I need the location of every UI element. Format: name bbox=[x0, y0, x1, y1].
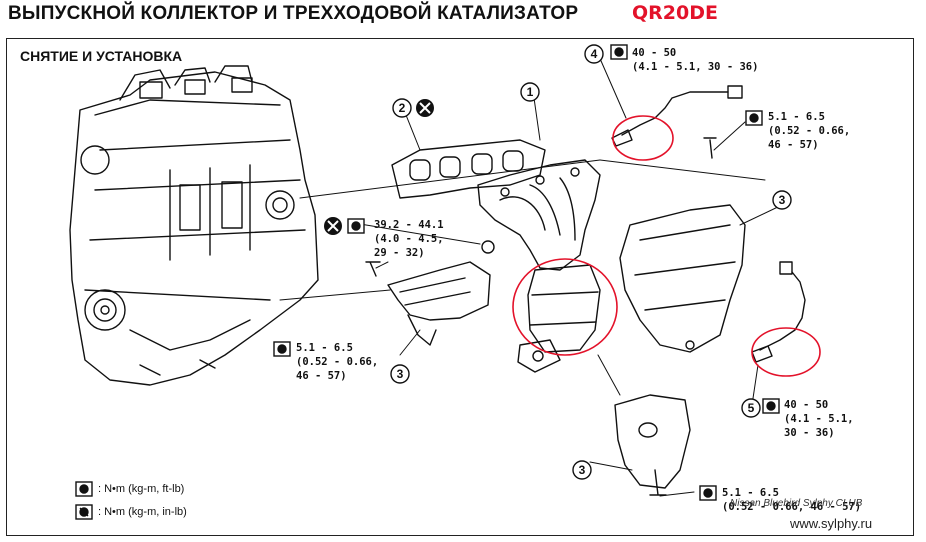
callout-2-label: 2 bbox=[399, 101, 406, 115]
section-title: СНЯТИЕ И УСТАНОВКА bbox=[20, 48, 183, 64]
torque-wrench-icon bbox=[762, 398, 780, 414]
heat-insulator-upper bbox=[619, 204, 746, 353]
catalytic-converter bbox=[517, 264, 601, 373]
torque-spec-bolt-lower: 5.1 - 6.5 (0.52 - 0.66, 46 - 57) bbox=[722, 487, 862, 513]
torque-spec-stud-left: 5.1 - 6.5 (0.52 - 0.66, 46 - 57) bbox=[296, 342, 379, 382]
watermark-club: Nissan Bluebird Sylphy CLUB bbox=[730, 498, 863, 509]
torque-spec-manifold-nut: 39.2 - 44.1 (4.0 - 4.5, 29 - 32) bbox=[374, 219, 444, 259]
callout-1-label: 1 bbox=[527, 85, 534, 99]
oxygen-sensor-lower bbox=[751, 261, 806, 363]
torque-spec-sensor-lower: 40 - 50 (4.1 - 5.1, 30 - 36) bbox=[784, 399, 854, 439]
oxygen-sensor-upper bbox=[611, 85, 743, 147]
manifold-nut bbox=[481, 240, 495, 254]
legend-inlb-label: : N•m (kg-m, in-lb) bbox=[98, 506, 187, 518]
highlight-catalyst bbox=[512, 258, 618, 356]
engine-block bbox=[69, 65, 319, 386]
stud-upper bbox=[703, 137, 717, 159]
callout-1 bbox=[520, 82, 540, 102]
highlight-lower-sensor bbox=[751, 327, 821, 377]
callout-2 bbox=[392, 98, 412, 118]
callout-3-lower-label: 3 bbox=[579, 463, 586, 477]
torque-spec-sensor-upper: 40 - 50 (4.1 - 5.1, 30 - 36) bbox=[632, 47, 759, 73]
heat-insulator-left bbox=[387, 261, 491, 346]
callout-4-label: 4 bbox=[591, 47, 598, 61]
torque-wrench-icon bbox=[610, 44, 628, 60]
callout-4 bbox=[584, 44, 604, 64]
callout-3-upper-label: 3 bbox=[779, 193, 786, 207]
watermark-url[interactable]: www.sylphy.ru bbox=[790, 516, 873, 531]
do-not-reuse-icon bbox=[324, 217, 342, 235]
stud-left bbox=[365, 261, 381, 277]
engine-code-label: QR20DE bbox=[632, 2, 718, 24]
torque-wrench-icon bbox=[347, 218, 365, 234]
torque-spec-stud-upper: 5.1 - 6.5 (0.52 - 0.66, 46 - 57) bbox=[768, 111, 851, 151]
do-not-reuse-icon bbox=[416, 99, 434, 117]
highlight-upper-sensor bbox=[612, 115, 674, 161]
callout-3-left-label: 3 bbox=[397, 367, 404, 381]
heat-insulator-lower bbox=[614, 394, 691, 489]
bolt-lower bbox=[649, 469, 667, 496]
legend-ftlb-label: : N•m (kg-m, ft-lb) bbox=[98, 483, 185, 495]
exhaust-manifold bbox=[477, 159, 601, 271]
legend-inlb-icon bbox=[75, 504, 93, 520]
diagram-frame bbox=[6, 38, 914, 536]
legend-ftlb-icon bbox=[75, 481, 93, 497]
callout-3-upper bbox=[772, 190, 792, 210]
callout-3-left bbox=[390, 364, 410, 384]
torque-wrench-icon bbox=[699, 485, 717, 501]
callout-5 bbox=[741, 398, 761, 418]
page-title: ВЫПУСКНОЙ КОЛЛЕКТОР И ТРЕХХОДОВОЙ КАТАЛИ… bbox=[8, 3, 579, 24]
torque-wrench-icon bbox=[273, 341, 291, 357]
torque-wrench-icon bbox=[745, 110, 763, 126]
callout-3-lower bbox=[572, 460, 592, 480]
manifold-gasket bbox=[391, 139, 546, 199]
callout-5-label: 5 bbox=[748, 401, 755, 415]
